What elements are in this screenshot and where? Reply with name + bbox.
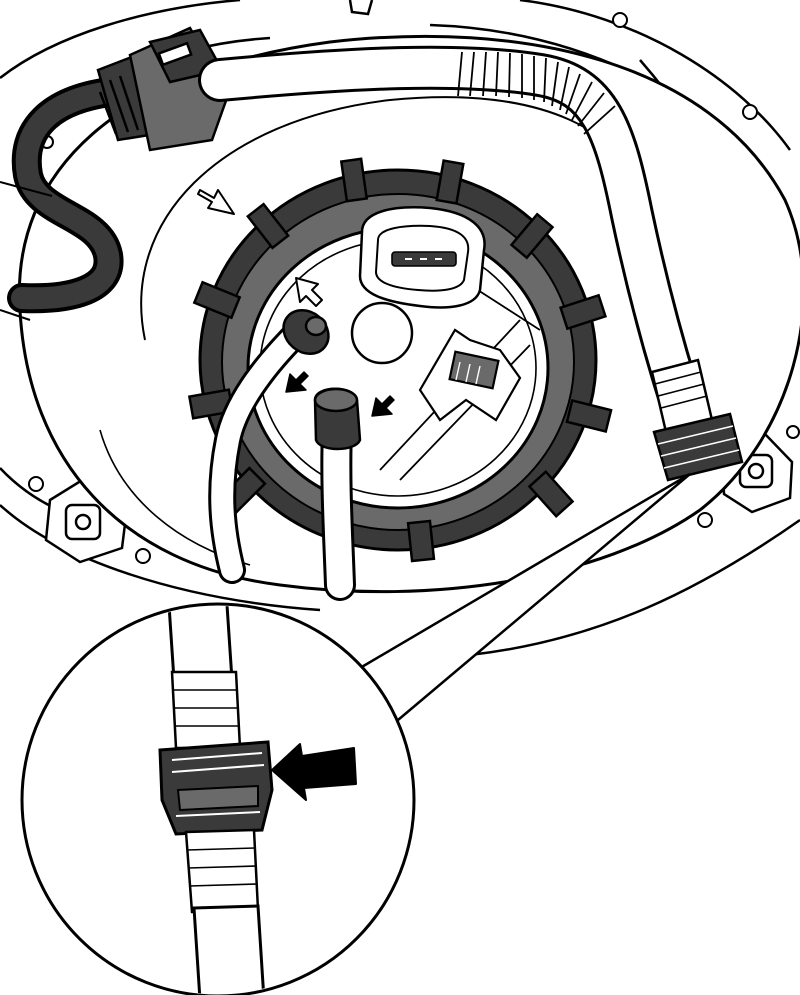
lock-ring-lug [435, 159, 465, 205]
callout-hose-lower [192, 904, 266, 994]
return-line-inner [201, 48, 709, 449]
wiring-harness [7, 77, 125, 314]
corrugated-section [457, 51, 616, 135]
solid-arrow-icon [285, 371, 309, 393]
corrugation [571, 81, 593, 121]
corrugation [457, 51, 463, 97]
detail-callout [20, 602, 416, 995]
callout-sleeve-upper [170, 670, 242, 750]
screw-hole [697, 512, 713, 528]
lock-ring-lug [559, 293, 607, 331]
return-fuel-line [198, 45, 712, 452]
corrugation [583, 105, 616, 135]
lock-ring-lug [527, 470, 575, 518]
pump-electrical-socket [358, 206, 486, 309]
callout-contents [158, 606, 274, 994]
corrugation [551, 61, 559, 107]
corrugation [495, 51, 499, 97]
solid-arrow-icon [271, 743, 357, 801]
screw-hole [612, 12, 628, 28]
callout-sleeve-bands [173, 689, 239, 727]
callout-sleeve-bands [186, 847, 258, 887]
corrugation [565, 73, 581, 115]
feed-hose-inner [323, 417, 353, 598]
corrugation [577, 92, 605, 127]
supply-hose-inner [211, 319, 311, 581]
callout-sleeve-lower [184, 828, 260, 914]
screw-hole [135, 548, 151, 564]
connector-ribs [98, 75, 140, 135]
harness-cable-core [11, 81, 121, 310]
panel-top-notch [348, 0, 374, 16]
solid-arrow-icon [371, 395, 395, 417]
bracket-clip-ribs [455, 361, 481, 385]
panel-screw-holes [28, 12, 800, 564]
lock-ring-lug [565, 398, 613, 434]
mount-tab-hole [74, 513, 92, 531]
quick-connector-ribs [657, 425, 740, 469]
corrugation [469, 51, 475, 97]
corrugation [508, 52, 511, 98]
rotation-arrows [197, 189, 323, 307]
feed-fitting [313, 387, 362, 451]
hollow-arrow-icon [295, 277, 323, 307]
bracket-clip [448, 350, 500, 390]
lock-ring-lug [509, 212, 555, 260]
panel-lower-edge [0, 504, 800, 657]
harness-clip-line [0, 181, 53, 321]
hollow-arrow-icon [197, 189, 235, 215]
flange-bracket [418, 328, 522, 422]
lock-ring-lug [246, 202, 290, 250]
lock-ring-lug [339, 157, 369, 203]
supply-hose [208, 316, 314, 584]
callout-leader [359, 472, 691, 721]
supply-fitting-socket [304, 315, 328, 337]
panel-outer-edge [0, 0, 792, 151]
lock-ring-lug [406, 519, 436, 563]
lock-ring-lugs [187, 157, 613, 563]
screw-hole [786, 425, 800, 439]
lock-ring-lug [192, 280, 242, 320]
connector-slot [157, 41, 193, 67]
return-line-fitting [650, 358, 744, 482]
screw-hole [742, 104, 758, 120]
supply-fitting [282, 309, 330, 355]
callout-connector-ring [176, 784, 259, 812]
corrugation [559, 66, 570, 111]
feed-hose [320, 414, 356, 601]
mount-arrows [285, 371, 395, 417]
feed-fitting-top [313, 387, 359, 413]
screw-hole [28, 476, 44, 492]
callout-connector-ribs [171, 752, 265, 817]
mount-tab-hole [747, 462, 765, 480]
corrugation [543, 57, 547, 103]
corrugation [482, 51, 487, 97]
sender-dome [350, 301, 414, 365]
fitting-sleeve-bands [654, 371, 708, 409]
